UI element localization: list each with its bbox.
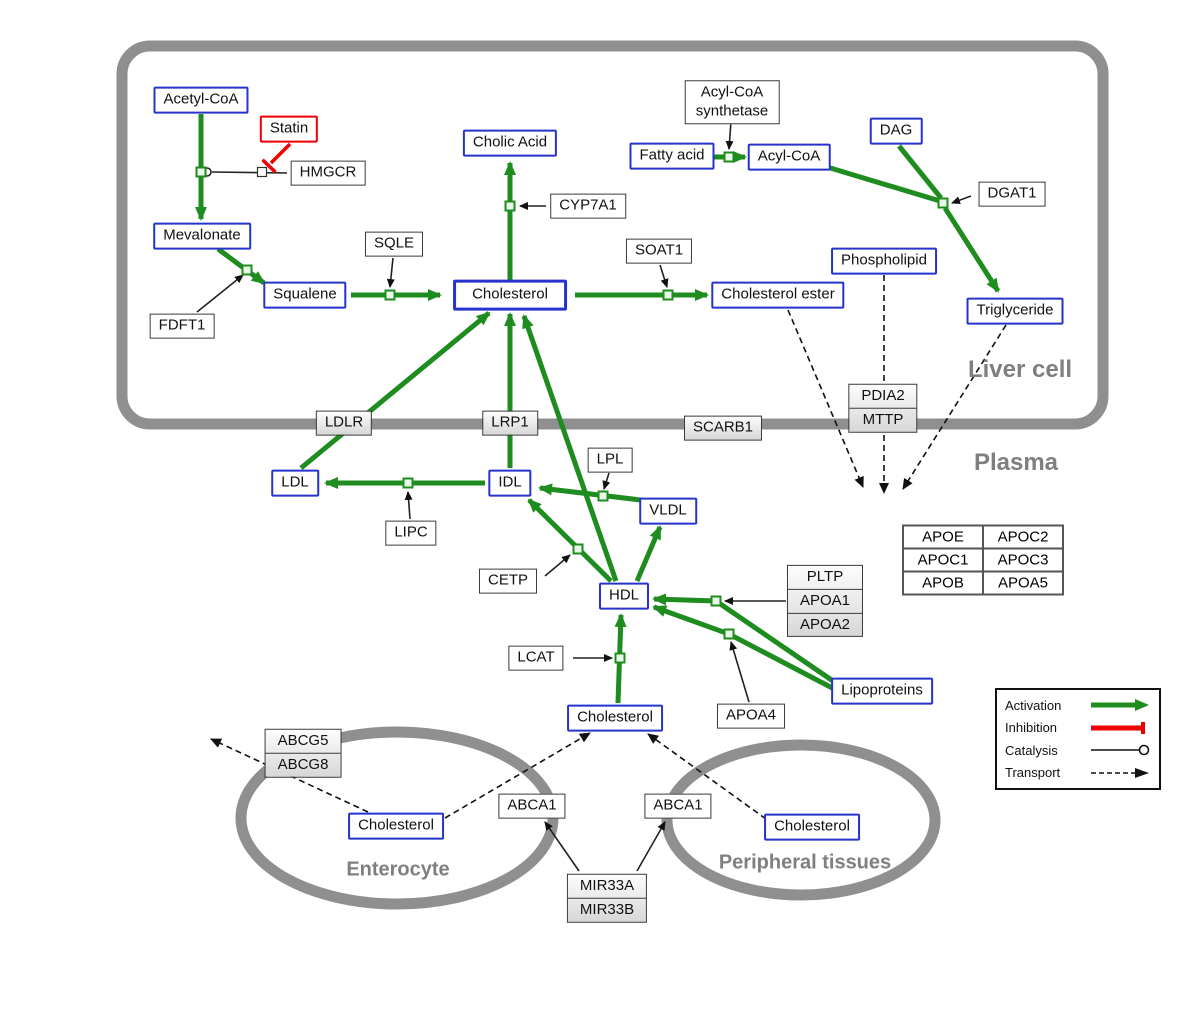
legend-catalysis-label: Catalysis (1005, 742, 1058, 758)
plasma-label: Plasma (973, 449, 1059, 476)
node-mttp[interactable]: MTTP (862, 410, 904, 428)
peripheral-tissues-outline (661, 739, 941, 901)
legend-activation-label: Activation (1005, 697, 1062, 713)
node-lpl[interactable]: LPL (587, 447, 633, 473)
node-apoa4[interactable]: APOA4 (716, 703, 786, 729)
inhibition-tee-icon (1091, 721, 1145, 734)
transport-dashed-arrow-icon (1091, 767, 1149, 778)
node-cyp7a1[interactable]: CYP7A1 (550, 193, 626, 219)
node-mir33a[interactable]: MIR33A (567, 875, 647, 899)
acyl-coa-synthetase-line1: Acyl-CoA (700, 83, 764, 101)
node-abcg-stack: ABCG5 ABCG8 (264, 728, 342, 778)
acyl-coa-synthetase-line2: synthetase (695, 102, 769, 119)
node-cholesterol-enterocyte[interactable]: Cholesterol (348, 812, 444, 840)
node-ldlr[interactable]: LDLR (315, 410, 373, 436)
apo-table-cell-apoe[interactable]: APOE (903, 525, 983, 549)
node-fatty-acid[interactable]: Fatty acid (629, 142, 715, 170)
node-apoa1[interactable]: APOA1 (787, 590, 863, 614)
node-cholesterol-ester[interactable]: Cholesterol ester (711, 281, 845, 309)
legend-row-catalysis: Catalysis (1005, 743, 1151, 758)
apo-table-cell-apob[interactable]: APOB (903, 571, 983, 595)
node-lcat[interactable]: LCAT (508, 645, 564, 671)
node-acetyl-coa[interactable]: Acetyl-CoA (153, 86, 249, 114)
node-hdl[interactable]: HDL (598, 582, 650, 610)
node-apoa2[interactable]: APOA2 (799, 615, 851, 633)
node-cholesterol-liver[interactable]: Cholesterol (453, 279, 567, 311)
node-dag[interactable]: DAG (869, 117, 923, 145)
legend-row-transport: Transport (1005, 765, 1151, 780)
node-vldl[interactable]: VLDL (639, 497, 697, 525)
node-mir33-stack: MIR33A MIR33B (566, 873, 648, 923)
inhibition-edge (261, 142, 292, 174)
node-pltp-apoa-stack: PLTP APOA1 APOA2 (786, 564, 864, 638)
node-hmgcr[interactable]: HMGCR (290, 160, 366, 186)
apo-table: APOE APOC2 APOC1 APOC3 APOB APOA5 (902, 524, 1064, 596)
node-lipc[interactable]: LIPC (385, 520, 437, 546)
peripheral-tissues-label: Peripheral tissues (718, 851, 892, 874)
reaction-nodes (195, 151, 949, 664)
node-fdft1[interactable]: FDFT1 (149, 313, 215, 339)
liver-cell-outline (116, 40, 1109, 430)
node-acyl-coa[interactable]: Acyl-CoA (747, 143, 831, 171)
legend-transport-label: Transport (1005, 765, 1061, 781)
activation-edges (195, 114, 1001, 704)
node-acyl-coa-synthetase[interactable]: Acyl-CoA synthetase (684, 80, 780, 124)
node-ldl[interactable]: LDL (271, 469, 319, 497)
node-abcg8[interactable]: ABCG8 (277, 755, 329, 773)
apo-table-cell-apoc3[interactable]: APOC3 (983, 548, 1063, 572)
legend-row-activation: Activation (1005, 698, 1151, 713)
node-mir33b[interactable]: MIR33B (579, 900, 635, 918)
legend: Activation Inhibition Catalysis Transpor… (995, 688, 1161, 790)
node-abca1-peripheral[interactable]: ABCA1 (644, 793, 712, 819)
apo-table-cell-apoc2[interactable]: APOC2 (983, 525, 1063, 549)
node-idl[interactable]: IDL (488, 469, 532, 497)
node-mevalonate[interactable]: Mevalonate (153, 222, 251, 250)
node-lipoproteins[interactable]: Lipoproteins (831, 677, 933, 705)
node-phospholipid[interactable]: Phospholipid (831, 247, 937, 275)
node-sqle[interactable]: SQLE (364, 231, 424, 257)
node-triglyceride[interactable]: Triglyceride (966, 297, 1064, 325)
apo-table-cell-apoc1[interactable]: APOC1 (903, 548, 983, 572)
liver-cell-label: Liver cell (967, 356, 1073, 383)
node-scarb1[interactable]: SCARB1 (683, 415, 763, 441)
legend-inhibition-label: Inhibition (1005, 720, 1058, 736)
legend-row-inhibition: Inhibition (1005, 720, 1151, 735)
node-pdia2[interactable]: PDIA2 (849, 385, 917, 409)
node-squalene[interactable]: Squalene (263, 281, 347, 309)
node-abca1-enterocyte[interactable]: ABCA1 (498, 793, 566, 819)
activation-arrow-icon (1091, 699, 1149, 712)
catalysis-circle-icon (1091, 744, 1150, 756)
node-cetp[interactable]: CETP (478, 568, 538, 594)
node-cholesterol-peripheral[interactable]: Cholesterol (764, 813, 860, 841)
enterocyte-label: Enterocyte (346, 858, 450, 881)
apo-table-cell-apoa5[interactable]: APOA5 (983, 571, 1063, 595)
node-cholic-acid[interactable]: Cholic Acid (462, 129, 558, 157)
statin-junction-square (256, 166, 268, 178)
node-dgat1[interactable]: DGAT1 (978, 181, 1046, 207)
node-statin[interactable]: Statin (259, 115, 319, 143)
node-abcg5[interactable]: ABCG5 (265, 730, 341, 754)
node-soat1[interactable]: SOAT1 (625, 238, 693, 264)
node-lrp1[interactable]: LRP1 (482, 410, 538, 436)
transport-edges (210, 275, 1007, 820)
node-pdia2-mttp-stack: PDIA2 MTTP (848, 383, 918, 433)
node-pltp[interactable]: PLTP (787, 566, 863, 590)
node-cholesterol-plasma[interactable]: Cholesterol (567, 704, 663, 732)
